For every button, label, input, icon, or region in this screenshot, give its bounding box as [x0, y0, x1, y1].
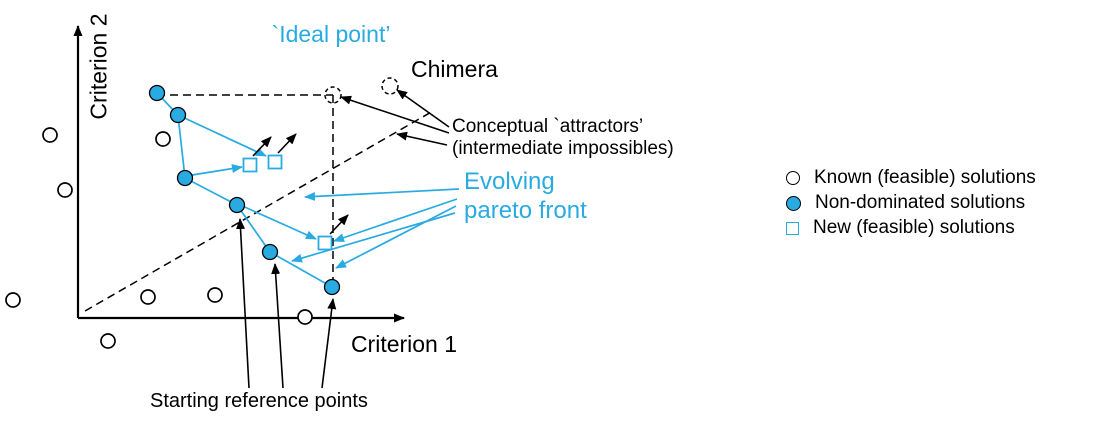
- non-dominated-point: [148, 84, 166, 102]
- non-dominated-point: [261, 243, 279, 261]
- new-solution-point: [267, 154, 283, 170]
- open-circle-marker-icon: [786, 171, 800, 185]
- pareto-arrow: [177, 114, 267, 157]
- pareto-arrow: [333, 198, 458, 243]
- x-axis-label: Criterion 1: [350, 331, 458, 357]
- legend-label-new: New (feasible) solutions: [813, 217, 1015, 238]
- attractors-label: Conceptual `attractors’ (intermediate im…: [452, 116, 674, 160]
- pareto-arrow: [185, 164, 243, 177]
- annotation-arrow: [396, 131, 448, 146]
- known-solution-point: [42, 127, 58, 143]
- annotation-arrow: [329, 214, 349, 235]
- known-solution-point: [155, 131, 171, 147]
- legend-item-new: New (feasible) solutions: [786, 217, 1036, 238]
- pareto-arrow: [304, 188, 460, 201]
- evolving-pareto-label-line2: pareto front: [464, 197, 587, 224]
- pareto-arrow: [335, 205, 457, 269]
- annotation-arrow: [252, 136, 272, 157]
- attractors-label-line2: (intermediate impossibles): [452, 138, 674, 159]
- legend-label-known: Known (feasible) solutions: [814, 167, 1036, 188]
- ideal-point-point: [324, 86, 342, 104]
- y-axis-label: Criterion 2: [85, 13, 112, 120]
- known-solution-point: [5, 292, 21, 308]
- open-square-marker-icon: [786, 221, 799, 235]
- dashed-line-diagonal: [84, 110, 434, 312]
- annotation-arrow: [396, 89, 450, 128]
- known-solution-point: [207, 287, 223, 303]
- annotation-arrow: [271, 263, 284, 389]
- known-solution-point: [140, 289, 156, 305]
- evolving-pareto-label: Evolving pareto front: [464, 167, 587, 225]
- annotation-arrow: [340, 95, 450, 134]
- non-dominated-point: [176, 169, 194, 187]
- annotation-arrow: [321, 298, 337, 389]
- attractors-label-line1: Conceptual `attractors’: [452, 116, 644, 137]
- new-solution-point: [242, 157, 258, 173]
- legend: Known (feasible) solutions Non-dominated…: [786, 167, 1036, 238]
- pareto-arrow: [237, 203, 317, 240]
- legend-label-nondominated: Non-dominated solutions: [815, 192, 1026, 213]
- known-solution-point: [57, 182, 73, 198]
- pareto-front-path: [156, 92, 333, 288]
- new-solution-point: [317, 235, 333, 251]
- starting-reference-label: Starting reference points: [150, 390, 368, 412]
- known-solution-point: [100, 333, 116, 349]
- known-solution-point: [297, 309, 313, 325]
- pareto-arrow: [291, 212, 456, 263]
- chimera-label: Chimera: [411, 56, 498, 82]
- ideal-point-label: `Ideal point’: [271, 21, 391, 47]
- filled-circle-marker-icon: [786, 195, 801, 211]
- non-dominated-point: [323, 278, 341, 296]
- evolving-pareto-label-line1: Evolving: [464, 168, 555, 195]
- legend-item-nondominated: Non-dominated solutions: [786, 192, 1036, 213]
- annotation-arrow: [236, 218, 250, 389]
- annotation-arrow: [277, 133, 297, 154]
- chimera-point: [381, 77, 399, 95]
- non-dominated-point: [228, 196, 246, 214]
- non-dominated-point: [169, 106, 187, 124]
- legend-item-known: Known (feasible) solutions: [786, 167, 1036, 188]
